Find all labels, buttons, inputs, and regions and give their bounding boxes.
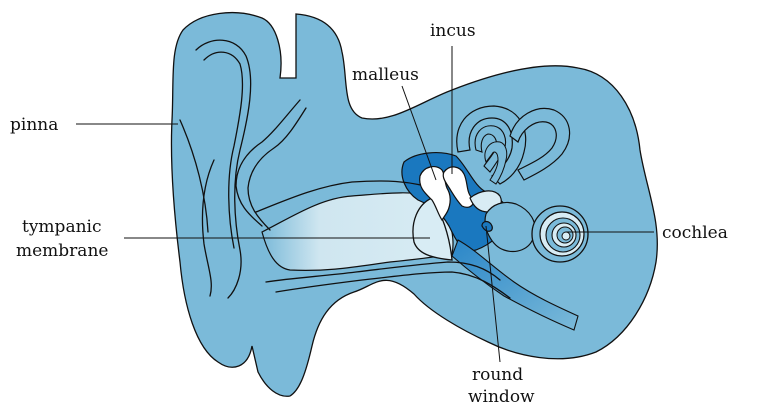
- malleus-label: malleus: [352, 65, 419, 85]
- tympanic-label-line1: tympanic: [22, 217, 101, 237]
- cochlea-label: cochlea: [662, 223, 728, 243]
- cochlea-spiral: [532, 206, 588, 262]
- pinna-label: pinna: [10, 115, 58, 135]
- round-window-label-line2: window: [468, 387, 535, 407]
- incus-label: incus: [430, 21, 476, 41]
- tympanic-label-line2: membrane: [16, 241, 108, 261]
- round-window-label-line1: round: [472, 365, 523, 385]
